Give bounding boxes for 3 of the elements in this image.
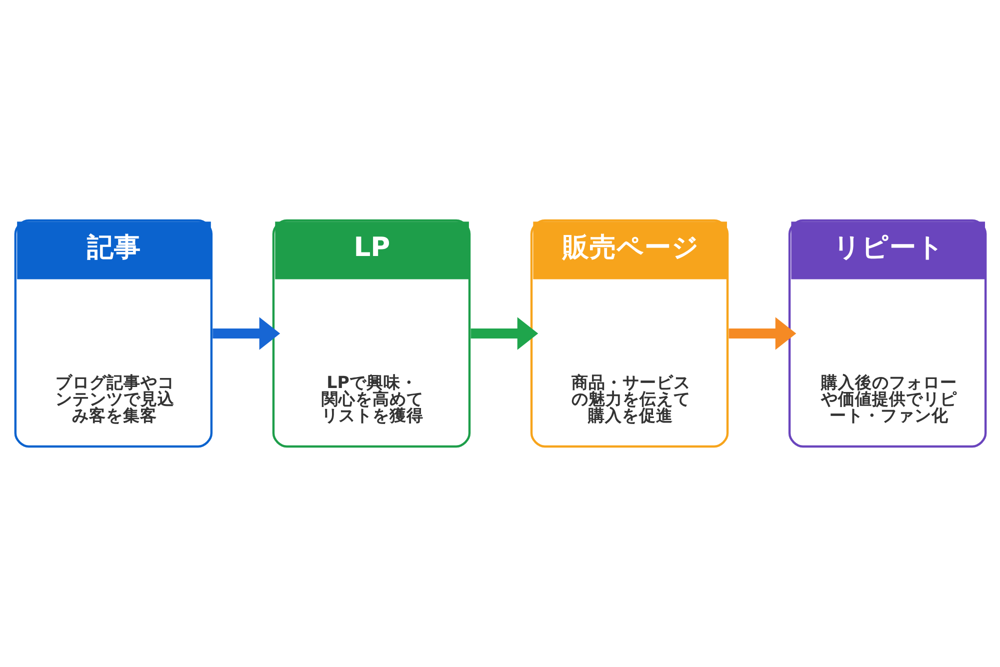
arrow (470, 317, 538, 350)
arrow (728, 317, 796, 350)
arrow (212, 317, 280, 350)
